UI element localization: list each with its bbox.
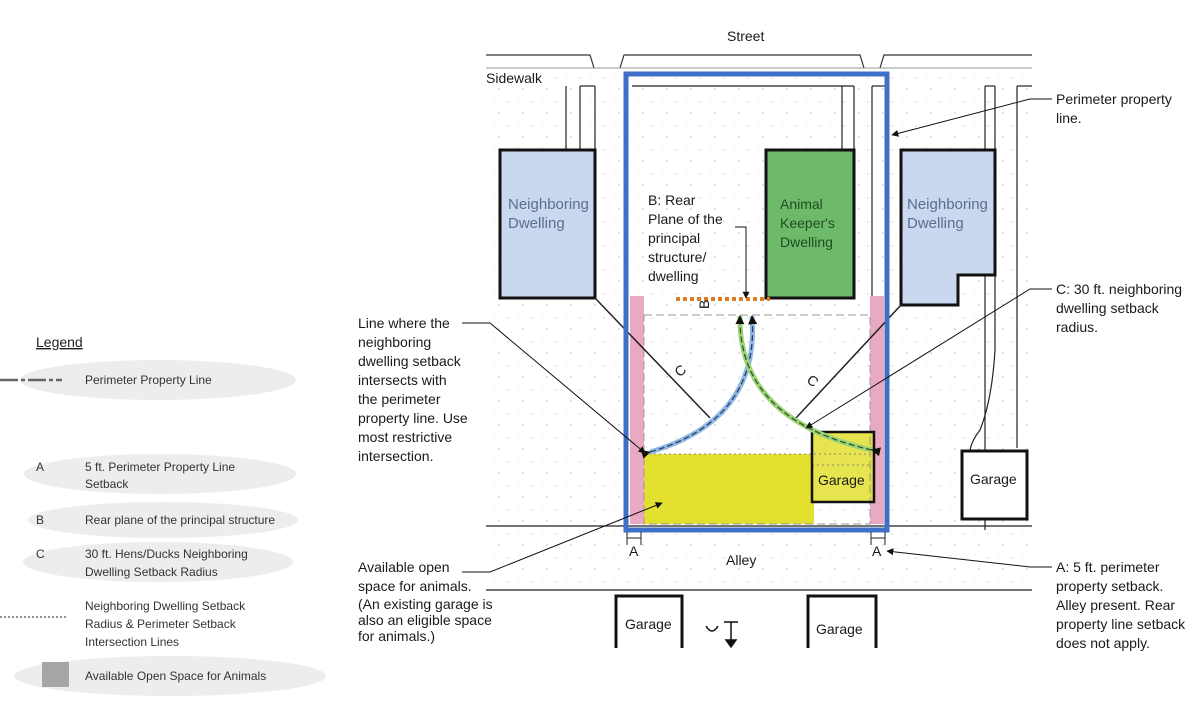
legend-bg-3: [28, 502, 298, 538]
garage-bottom-right: [806, 594, 878, 648]
callout-open-space-1: Available open: [358, 559, 450, 575]
legend-item-4-key: C: [36, 547, 45, 561]
garage-bottom-left: [614, 594, 684, 648]
legend-item-6-line-1: Available Open Space for Animals: [85, 669, 266, 683]
garage-bottom-left-label: Garage: [625, 616, 672, 632]
mark-a-left: A: [629, 543, 639, 559]
legend-bg-2: [24, 454, 296, 494]
legend-item-3-key: B: [36, 513, 44, 527]
sidewalk-label: Sidewalk: [486, 70, 543, 86]
dimension-a-left: [626, 532, 642, 545]
dimension-a-right: [870, 532, 886, 545]
callout-intersection-4: intersects with: [358, 372, 447, 388]
legend-item-3-line-1: Rear plane of the principal structure: [85, 513, 275, 527]
callout-perimeter-2: line.: [1056, 110, 1082, 126]
legend-swatch-open-space: [42, 662, 69, 687]
neighbor-dwelling-left: [498, 148, 597, 300]
street-edge: [486, 54, 1032, 69]
keeper-line-3: Dwelling: [780, 234, 833, 250]
callout-rear-plane-3: principal: [648, 230, 700, 246]
legend-title: Legend: [36, 334, 83, 350]
legend-item-2-key: A: [36, 460, 44, 474]
keeper-line-1: Animal: [780, 196, 823, 212]
garage-inside-label: Garage: [818, 472, 865, 488]
leader-perimeter: [891, 98, 1052, 137]
callout-intersection-2: neighboring: [358, 334, 431, 350]
legend-item-2-line-2: Setback: [85, 477, 129, 491]
street-label: Street: [727, 28, 764, 44]
callout-open-space-note-3: for animals.): [358, 628, 435, 644]
callout-setback-3: Alley present. Rear: [1056, 597, 1175, 613]
callout-setback-5: does not apply.: [1056, 635, 1150, 651]
legend-item-5-line-2: Radius & Perimeter Setback: [85, 617, 237, 631]
neighbor-left-line-1: Neighboring: [508, 196, 589, 213]
leader-open-space: [462, 502, 663, 573]
callout-setback-1: A: 5 ft. perimeter: [1056, 559, 1160, 575]
legend-item-2-line-1: 5 ft. Perimeter Property Line: [85, 460, 235, 474]
callout-open-space-note-1: (An existing garage is: [358, 596, 493, 612]
callout-intersection-7: most restrictive: [358, 429, 452, 445]
callout-radius-3: radius.: [1056, 319, 1098, 335]
legend-item-5-line-1: Neighboring Dwelling Setback: [85, 599, 246, 613]
callout-setback-2: property setback.: [1056, 578, 1163, 594]
callout-rear-plane-4: structure/: [648, 249, 706, 265]
callout-radius-1: C: 30 ft. neighboring: [1056, 281, 1182, 297]
north-arrow-icon: [705, 621, 738, 649]
garage-bottom-right-label: Garage: [816, 621, 863, 637]
legend-bg-6: [14, 656, 326, 696]
legend-bg-4: [23, 542, 293, 582]
mark-b: B: [696, 300, 712, 309]
open-space-area: [644, 454, 814, 524]
callout-radius-2: dwelling setback: [1056, 300, 1160, 316]
callout-intersection-6: property line. Use: [358, 410, 468, 426]
callout-rear-plane-1: B: Rear: [648, 192, 696, 208]
mark-a-right: A: [872, 543, 882, 559]
alley-label: Alley: [726, 552, 756, 568]
callout-perimeter-1: Perimeter property: [1056, 91, 1172, 107]
legend: Legend Perimeter Property Line A 5 ft. P…: [0, 334, 326, 696]
neighbor-right-line-2: Dwelling: [907, 215, 964, 232]
callout-rear-plane-2: Plane of the: [648, 211, 723, 227]
legend-item-4-line-1: 30 ft. Hens/Ducks Neighboring: [85, 547, 248, 561]
setback-strip-left: [630, 296, 644, 524]
callout-setback-4: property line setback: [1056, 616, 1186, 632]
callout-intersection-8: intersection.: [358, 448, 433, 464]
callout-intersection-3: dwelling setback: [358, 353, 462, 369]
legend-bg-1: [20, 360, 296, 400]
leader-intersection: [462, 322, 646, 454]
legend-item-1-line-1: Perimeter Property Line: [85, 373, 212, 387]
garage-right-label: Garage: [970, 471, 1017, 487]
leader-radius: [805, 288, 1052, 429]
callout-intersection-1: Line where the: [358, 315, 450, 331]
neighbor-right-line-1: Neighboring: [907, 196, 988, 213]
leader-setback: [886, 548, 1052, 568]
callout-open-space-2: space for animals.: [358, 578, 472, 594]
keeper-dwelling: [764, 148, 856, 300]
legend-item-5-line-3: Intersection Lines: [85, 635, 179, 649]
legend-item-4-line-2: Dwelling Setback Radius: [85, 565, 218, 579]
keeper-line-2: Keeper's: [780, 215, 835, 231]
setback-arc-right: [735, 315, 881, 457]
perimeter-property-line: [623, 71, 890, 533]
garage-right: [960, 449, 1029, 521]
neighbor-left-line-2: Dwelling: [508, 215, 565, 232]
callout-rear-plane-5: dwelling: [648, 268, 699, 284]
callout-intersection-5: the perimeter: [358, 391, 441, 407]
callout-open-space-note-2: also an eligible space: [358, 612, 492, 628]
leader-rear-plane: [735, 226, 750, 299]
